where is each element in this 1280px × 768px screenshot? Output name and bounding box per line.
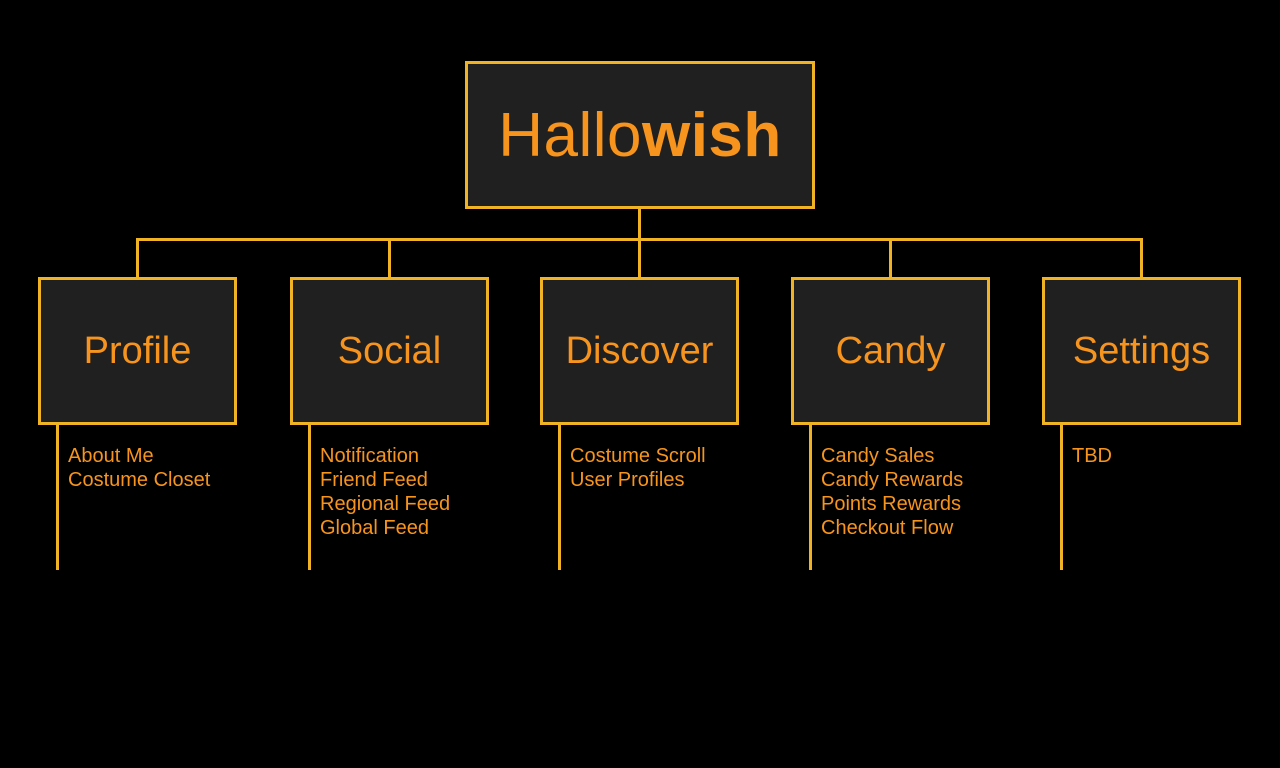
section-node-settings[interactable]: Settings xyxy=(1042,277,1241,425)
app-title-bold: wish xyxy=(641,100,782,170)
app-title-regular: Hallo xyxy=(498,100,642,170)
sub-page-item[interactable]: Friend Feed xyxy=(320,469,428,491)
app-title: Hallowish xyxy=(498,100,782,171)
sub-page-item[interactable]: Candy Rewards xyxy=(821,469,964,491)
sub-page-item[interactable]: Checkout Flow xyxy=(821,517,954,539)
sub-list-line xyxy=(558,425,561,570)
sub-list-line xyxy=(1060,425,1063,570)
branch-bus-line xyxy=(135,238,1143,241)
sub-page-item[interactable]: Global Feed xyxy=(320,517,429,539)
sub-page-list: TBD xyxy=(1072,444,1112,468)
section-node-social[interactable]: Social xyxy=(290,277,489,425)
branch-drop-line xyxy=(888,241,892,277)
sub-page-item[interactable]: Points Rewards xyxy=(821,493,962,515)
section-label: Social xyxy=(337,329,442,372)
root-stem-line xyxy=(638,209,641,241)
sub-page-item[interactable]: Regional Feed xyxy=(320,493,451,515)
branch-drop-line xyxy=(637,241,641,277)
section-node-candy[interactable]: Candy xyxy=(791,277,990,425)
section-label: Settings xyxy=(1072,329,1211,372)
section-node-profile[interactable]: Profile xyxy=(38,277,237,425)
branch-drop-line xyxy=(387,241,391,277)
sub-page-item[interactable]: About Me xyxy=(68,445,154,467)
sub-list-line xyxy=(56,425,59,570)
section-label: Profile xyxy=(83,329,192,372)
section-node-discover[interactable]: Discover xyxy=(540,277,739,425)
sub-list-line xyxy=(308,425,311,570)
section-label: Candy xyxy=(835,329,946,372)
sub-page-item[interactable]: Notification xyxy=(320,445,419,467)
sub-page-item[interactable]: Costume Scroll xyxy=(570,445,706,467)
section-label: Discover xyxy=(565,329,714,372)
sub-page-item[interactable]: Candy Sales xyxy=(821,445,935,467)
sub-page-item[interactable]: User Profiles xyxy=(570,469,685,491)
sub-page-item[interactable]: Costume Closet xyxy=(68,469,211,491)
sub-list-line xyxy=(809,425,812,570)
sub-page-item[interactable]: TBD xyxy=(1072,445,1112,467)
branch-drop-line xyxy=(1139,241,1143,277)
branch-drop-line xyxy=(135,241,139,277)
root-node-hallowish[interactable]: Hallowish xyxy=(465,61,815,209)
